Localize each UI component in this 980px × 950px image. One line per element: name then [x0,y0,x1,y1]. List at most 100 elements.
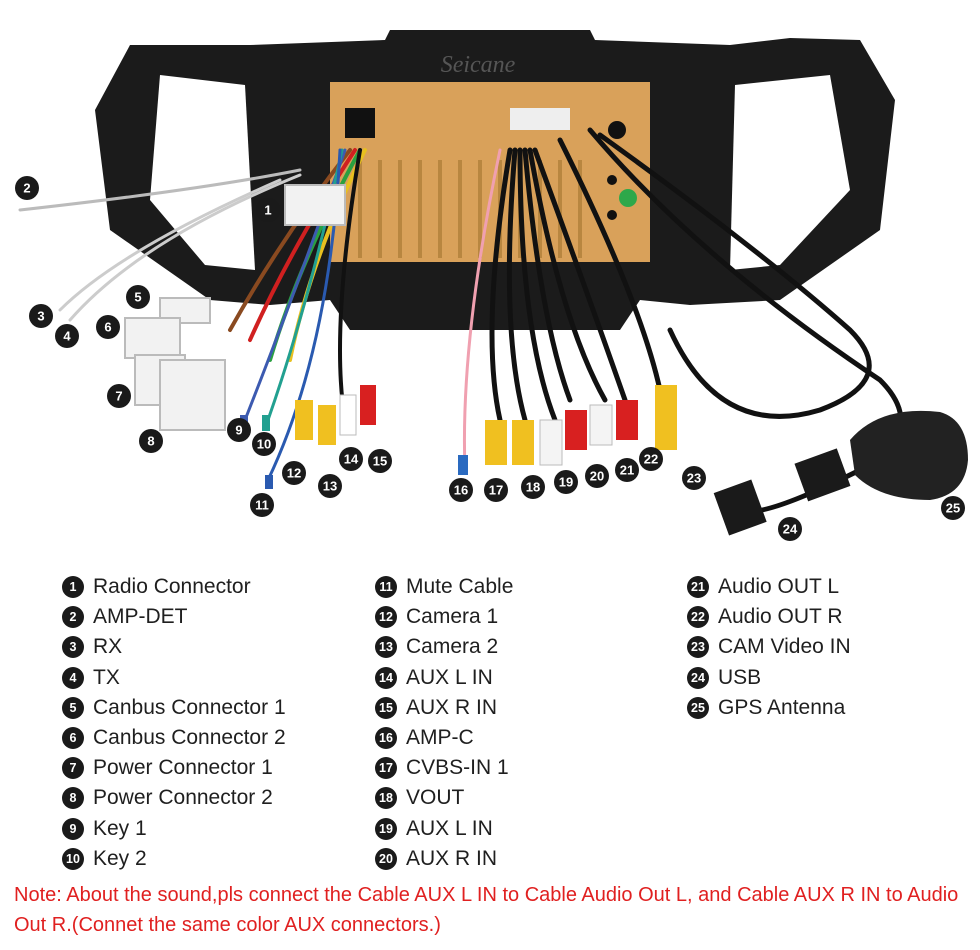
svg-text:4: 4 [63,329,71,344]
power-connector-2 [159,359,226,431]
svg-text:11: 11 [255,498,269,513]
svg-text:10: 10 [257,437,271,452]
callout-16: 16 [449,478,473,502]
svg-text:5: 5 [134,290,141,305]
legend-label: Mute Cable [406,575,514,598]
wiring-diagram: Seicane [15,30,968,541]
legend-number-badge: 7 [62,757,84,780]
svg-text:18: 18 [526,480,540,495]
svg-text:3: 3 [37,309,44,324]
svg-text:8: 8 [147,434,154,449]
legend-item: 3 RX [62,632,286,662]
legend-label: Radio Connector [93,575,251,598]
svg-text:23: 23 [687,471,701,486]
callout-7: 7 [107,384,131,408]
legend-label: Key 1 [93,816,147,840]
legend-number-badge: 8 [62,787,84,810]
legend-item: 2 AMP-DET [62,602,286,632]
svg-text:13: 13 [323,479,337,494]
callout-6: 6 [96,315,120,339]
legend-number-badge: 2 [62,606,84,629]
gps-antenna [850,410,968,500]
legend-item: 10 Key 2 [62,844,286,874]
note-text: Note: About the sound,pls connect the Ca… [14,884,959,936]
callout-14: 14 [339,447,363,471]
svg-text:1: 1 [264,203,271,218]
svg-text:16: 16 [454,483,468,498]
legend-number-badge: 23 [687,636,709,659]
legend-label: GPS Antenna [718,695,846,719]
svg-text:19: 19 [559,475,573,490]
legend-number-badge: 17 [375,757,397,780]
callout-13: 13 [318,474,342,498]
legend-label: CVBS-IN 1 [406,756,509,780]
legend-number-badge: 10 [62,847,84,870]
legend-label: AMP-C [406,725,474,749]
usb-connectors [713,448,851,536]
callout-15: 15 [368,449,392,473]
legend-item: 15 AUX R IN [375,693,513,723]
callout-12: 12 [282,461,306,485]
svg-text:21: 21 [620,463,634,478]
legend-number-badge: 12 [375,606,397,629]
legend-label: AUX L IN [406,665,493,689]
legend-number-badge: 22 [687,606,709,629]
svg-text:15: 15 [373,454,387,469]
legend-label: Power Connector 1 [93,756,273,780]
rca-plugs [240,385,677,489]
legend-label: Camera 2 [406,635,499,659]
legend-number-badge: 1 [62,576,84,599]
legend-item: 18 VOUT [375,783,513,813]
legend-label: Key 2 [93,846,147,870]
legend-number-badge: 18 [375,787,397,810]
legend-number-badge: 5 [62,696,84,719]
callout-21: 21 [615,458,639,482]
legend-number-badge: 14 [375,666,397,689]
legend-item: 7 Power Connector 1 [62,753,286,783]
callouts: 1 2 3 4 5 6 7 8 9 10 11 12 13 14 15 16 1… [15,176,965,541]
legend-label: AMP-DET [93,605,188,629]
callout-1: 1 [256,198,280,222]
legend-label: Camera 1 [406,605,499,629]
legend-number-badge: 19 [375,817,397,840]
legend-number-badge: 20 [375,847,397,870]
legend-item: 17 CVBS-IN 1 [375,753,513,783]
svg-text:2: 2 [23,181,30,196]
callout-8: 8 [139,429,163,453]
legend-number-badge: 3 [62,636,84,659]
callout-22: 22 [639,447,663,471]
svg-text:17: 17 [489,483,503,498]
brand-watermark: Seicane [441,52,516,78]
legend-number-badge: 15 [375,696,397,719]
legend-item: 12 Camera 1 [375,602,513,632]
callout-19: 19 [554,470,578,494]
callout-23: 23 [682,466,706,490]
legend-number-badge: 24 [687,666,709,689]
svg-text:12: 12 [287,466,301,481]
legend-item: 14 AUX L IN [375,663,513,693]
svg-text:14: 14 [344,452,359,467]
callout-2: 2 [15,176,39,200]
legend-number-badge: 13 [375,636,397,659]
callout-20: 20 [585,464,609,488]
legend-label: VOUT [406,786,465,810]
wire-bundle [18,127,904,515]
svg-text:7: 7 [115,389,122,404]
legend-item: 1 Radio Connector [62,572,286,602]
svg-text:20: 20 [590,469,604,484]
legend-label: RX [93,635,123,659]
legend-label: AUX R IN [406,695,498,719]
callout-17: 17 [484,478,508,502]
callout-24: 24 [778,517,802,541]
callout-9: 9 [227,418,251,442]
